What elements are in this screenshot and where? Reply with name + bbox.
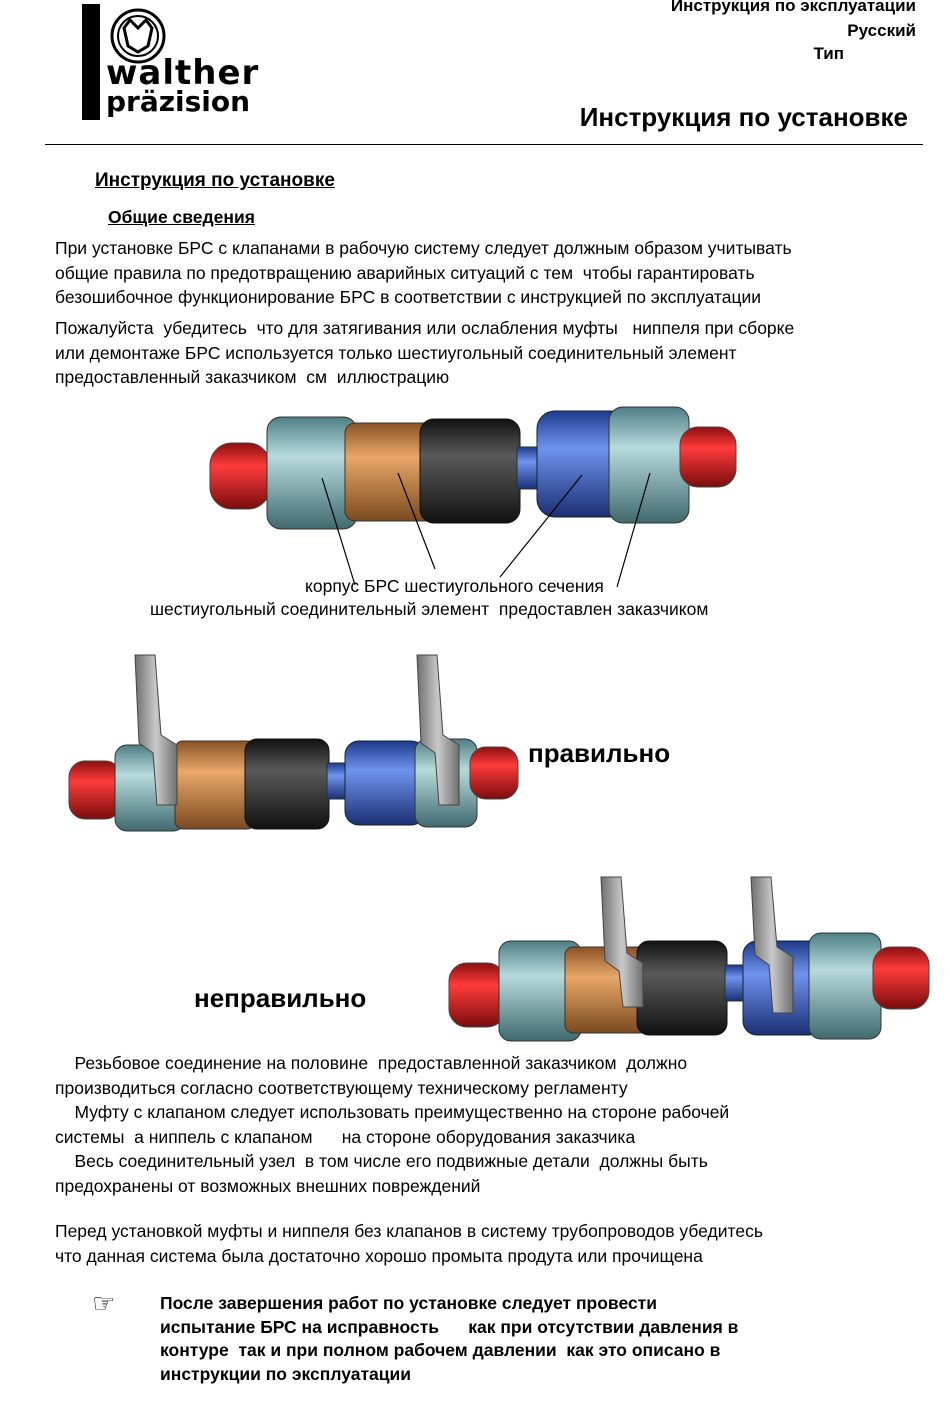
figure-caption-body: корпус БРС шестиугольного сечения: [305, 576, 604, 596]
nipple-cap-right: [679, 426, 737, 488]
correct-installation-illustration: [68, 654, 519, 832]
paragraph-hex-element: Пожалуйста убедитесь что для затягивания…: [55, 318, 795, 387]
wrench-left-wrong: [600, 876, 644, 1008]
section-heading: Инструкция по установке: [95, 170, 335, 191]
logo-text-walther: walther: [106, 53, 260, 93]
paragraph-cleaning: Перед установкой муфты и ниппеля без кла…: [55, 1221, 763, 1266]
logo-emblem-icon: [110, 8, 166, 64]
page-title: Инструкция по установке: [579, 102, 908, 132]
section-subheading: Общие сведения: [108, 207, 255, 227]
header-type-label: Тип: [813, 44, 844, 63]
header-doc-type: Инструкция по эксплуатации: [670, 0, 916, 15]
pointing-hand-icon: ☞: [92, 1289, 116, 1319]
coupling-cap-left: [209, 442, 271, 510]
logo-text-prazision: präzision: [106, 85, 251, 118]
wrench-right-wrong: [750, 876, 794, 1014]
paragraph-general-rules: При установке БРС с клапанами в рабочую …: [55, 238, 792, 307]
coupling-ring: [419, 418, 521, 524]
label-incorrect: неправильно: [194, 983, 367, 1013]
note-text: После завершения работ по установке след…: [160, 1293, 739, 1384]
wrench-left: [134, 654, 178, 806]
coupling-illustration: [209, 406, 737, 588]
incorrect-installation-illustration: [448, 876, 930, 1042]
nipple-hex: [608, 406, 690, 524]
header-divider: [45, 144, 923, 145]
header-language: Русский: [847, 21, 916, 40]
label-correct: правильно: [528, 738, 671, 768]
figure-caption-hex: шестиугольный соединительный элемент пре…: [150, 599, 709, 619]
logo-bar: [82, 4, 100, 120]
wrench-right: [416, 654, 460, 806]
paragraph-threading: Резьбовое соединение на половине предост…: [55, 1053, 730, 1196]
coupling-hex-left: [266, 416, 358, 530]
walther-logo: walther präzision: [82, 4, 292, 122]
